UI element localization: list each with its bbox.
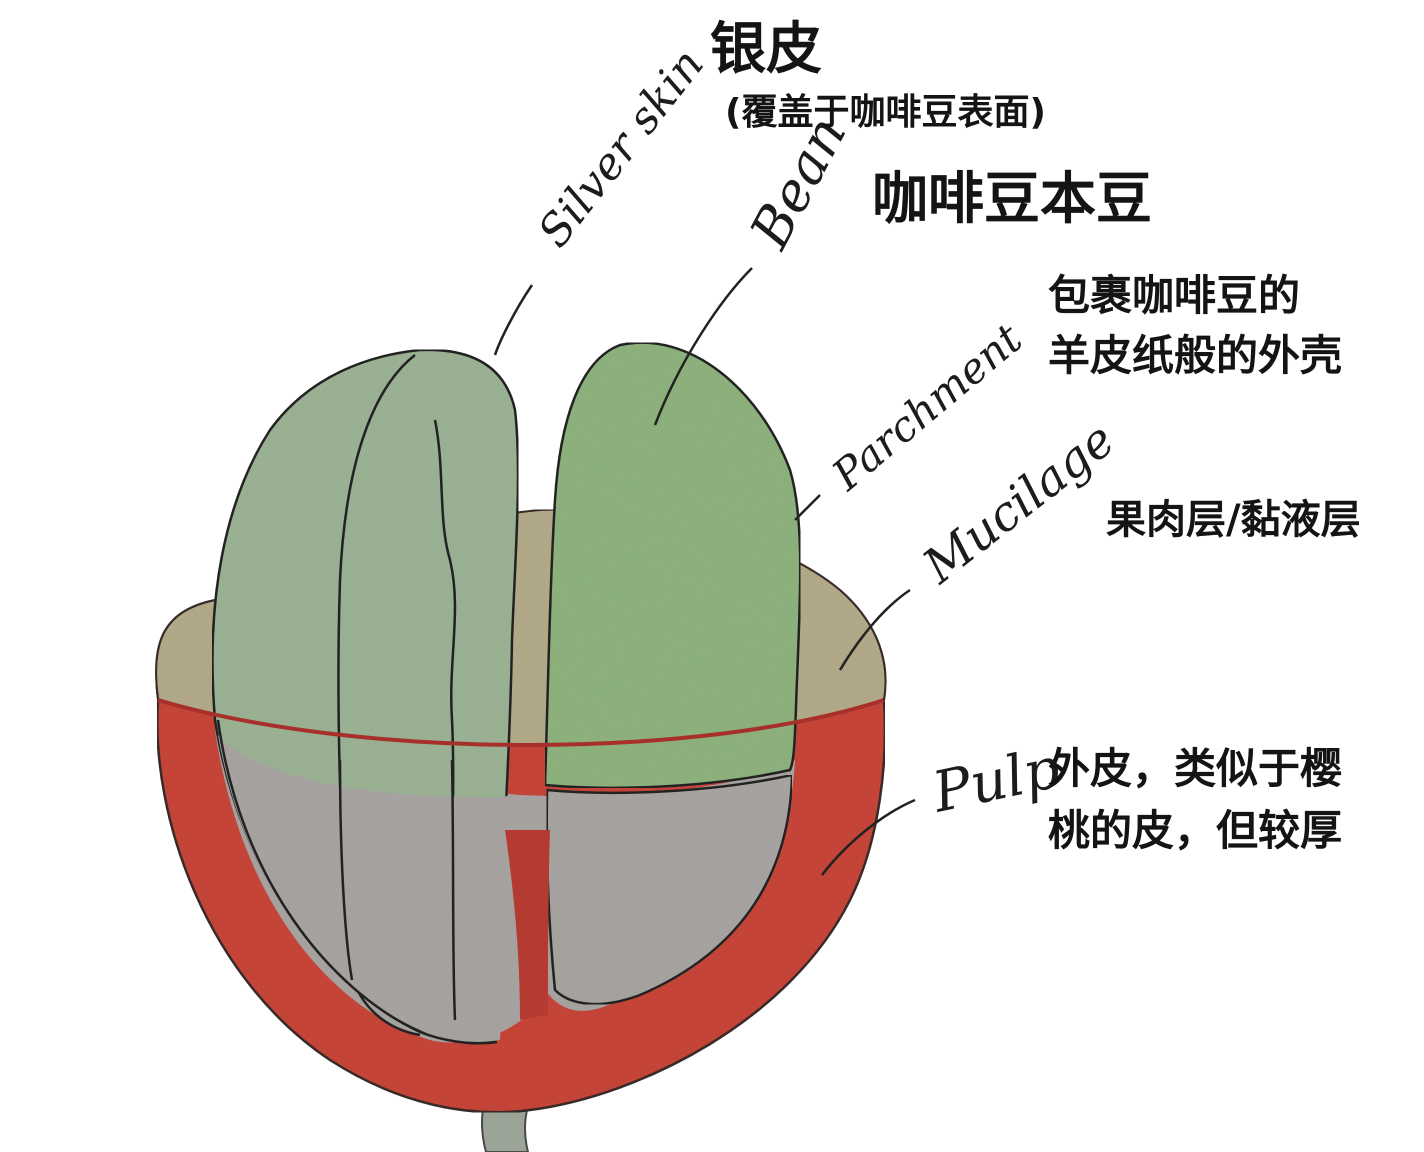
cup-rim <box>157 698 885 747</box>
leader-parchment <box>794 494 821 521</box>
label-pulp-zh-2: 桃的皮，但较厚 <box>1048 806 1343 855</box>
label-bean-zh: 咖啡豆本豆 <box>872 167 1152 232</box>
label-parchment-zh-2: 羊皮纸般的外壳 <box>1048 331 1343 380</box>
leader-pulp <box>821 798 916 876</box>
label-parchment-zh-1: 包裹咖啡豆的 <box>1048 271 1301 320</box>
label-silver-skin-zh-sub: (覆盖于咖啡豆表面) <box>725 92 1046 133</box>
silver-skin-line <box>337 354 421 1037</box>
label-parchment-en: Parchment <box>822 314 1031 501</box>
leader-silver-skin <box>493 284 534 356</box>
label-silver-skin-zh-title: 银皮 <box>710 17 822 82</box>
watermark <box>1220 10 1415 54</box>
leader-bean <box>653 267 753 426</box>
label-mucilage-en: Mucilage <box>912 412 1125 596</box>
pulp-divider <box>505 830 550 1020</box>
right-bean <box>543 341 802 790</box>
cherry-stem <box>481 1104 530 1152</box>
label-pulp-zh-1: 外皮，类似于樱 <box>1048 744 1343 793</box>
leader-mucilage <box>838 588 911 671</box>
label-pulp-en: Pulp <box>926 736 1065 826</box>
label-silver-skin-en: Silver skin <box>528 40 713 257</box>
label-mucilage-zh: 果肉层/黏液层 <box>1106 497 1361 543</box>
left-bean-cut <box>218 735 510 1042</box>
right-bean-cut <box>545 773 794 1006</box>
